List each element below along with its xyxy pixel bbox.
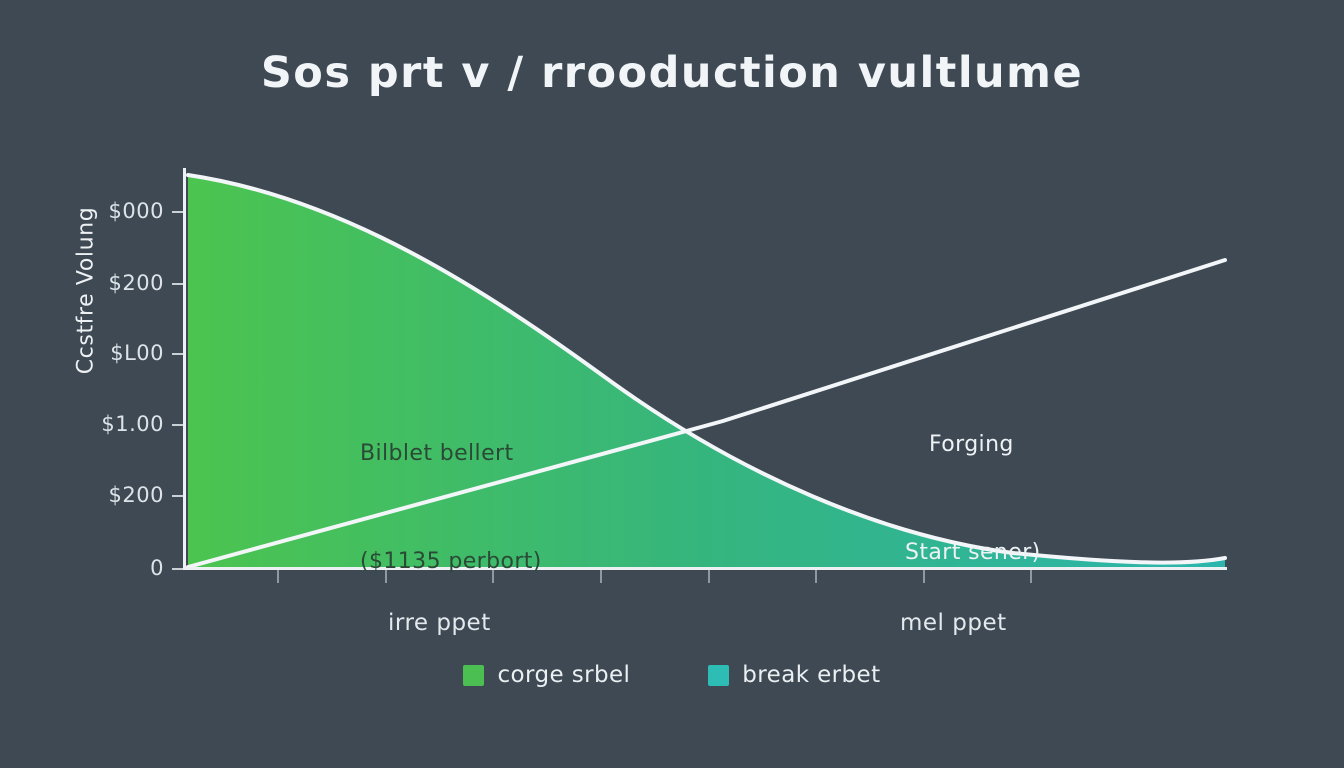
y-tick-label-0: $000 [108, 199, 164, 223]
series-line-break-erbet [186, 258, 1227, 569]
annotation-right-line-2: Start sener) [905, 540, 1041, 565]
area-fill-corge-srbel [188, 175, 1225, 568]
y-tick-label-5: 0 [150, 556, 164, 580]
x-axis-label-right: mel ppet [900, 610, 1007, 636]
x-tick-mark [600, 570, 602, 583]
x-tick-mark [492, 570, 494, 583]
x-axis-line [183, 567, 1227, 570]
y-tick-label-2: $L00 [110, 341, 164, 365]
annotation-left-line-2: ($1135 perbort) [360, 549, 542, 574]
annotation-breakeven-left: Bilblet bellert ($1135 perbort) [360, 364, 542, 652]
x-tick-mark [385, 570, 387, 583]
legend-label: corge srbel [497, 662, 631, 688]
legend-item-corge-srbel[interactable]: corge srbel [463, 662, 630, 688]
y-tick-label-3: $1.00 [101, 412, 164, 436]
chart-legend: corge srbel break erbet [0, 662, 1344, 688]
y-tick-label-4: $200 [108, 483, 164, 507]
x-tick-mark [277, 570, 279, 583]
legend-swatch-icon [708, 664, 730, 686]
y-tick-label-1: $200 [108, 271, 164, 295]
y-tick-mark [172, 568, 184, 570]
y-tick-mark [172, 211, 184, 213]
annotation-left-line-1: Bilblet bellert [360, 441, 514, 466]
annotation-forging-right: Forging Start sener) [905, 355, 1041, 643]
y-axis-line [183, 168, 186, 570]
annotation-right-line-1: Forging [929, 432, 1014, 457]
plot-area [183, 168, 1227, 569]
series-line-corge-srbel [186, 173, 1227, 565]
y-tick-mark [172, 283, 184, 285]
y-tick-mark [172, 353, 184, 355]
x-tick-mark [1030, 570, 1032, 583]
x-axis-label-left: irre ppet [388, 610, 491, 636]
x-tick-mark [708, 570, 710, 583]
y-axis-title: Ccstfre Volung [73, 206, 99, 375]
y-tick-mark [172, 424, 184, 426]
legend-item-break-erbet[interactable]: break erbet [708, 662, 880, 688]
chart-title: Sos prt v / rrooduction vultlume [260, 48, 1084, 98]
x-tick-mark [923, 570, 925, 583]
x-tick-mark [815, 570, 817, 583]
legend-label: break erbet [742, 662, 881, 688]
legend-swatch-icon [463, 664, 485, 686]
plot-svg [186, 173, 1227, 569]
y-tick-mark [172, 495, 184, 497]
